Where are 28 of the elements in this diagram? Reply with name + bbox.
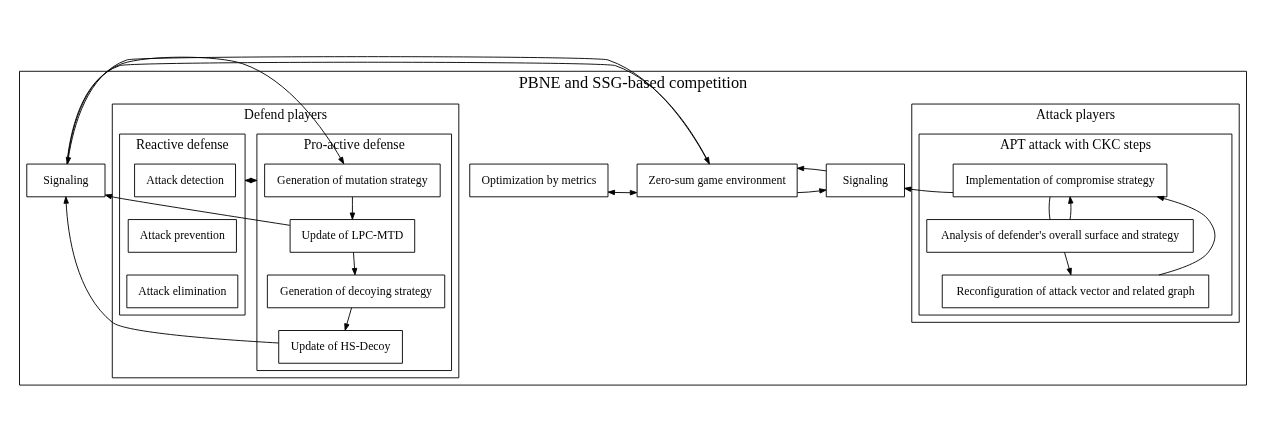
- arrow: [66, 56, 345, 164]
- arrow: [796, 187, 827, 194]
- node-box: Attack prevention: [127, 218, 237, 253]
- node-box: Attack detection: [134, 163, 236, 197]
- node-box: Attack elimination: [126, 274, 239, 308]
- arrow: [1068, 195, 1074, 220]
- node-box: Generation of mutation strategy: [264, 163, 441, 197]
- connector: [1048, 195, 1051, 220]
- arrow: [349, 195, 356, 220]
- node-box: Update of HS-Decoy: [278, 329, 403, 364]
- node-box: Optimization by metrics: [469, 163, 609, 197]
- node-box: Zero-sum game environment: [636, 163, 798, 197]
- node-box: Signaling: [26, 163, 106, 197]
- node-box: Generation of decoying strategy: [266, 274, 446, 308]
- node-box: Implementation of compromise strategy: [952, 163, 1168, 197]
- node-box: Signaling: [825, 163, 905, 197]
- node-box: Update of LPC-MTD: [289, 218, 416, 253]
- arrow: [607, 189, 638, 195]
- arrow: [104, 193, 291, 226]
- node-box: Reconfiguration of attack vector and related graph: [941, 274, 1210, 308]
- arrow: [796, 165, 827, 171]
- node-box: Analysis of defender's overall surface and strategy: [926, 218, 1194, 253]
- arrow: [351, 251, 358, 275]
- arrow: [1156, 195, 1216, 275]
- arrow: [344, 306, 353, 331]
- arrow: [63, 195, 279, 343]
- arrow: [904, 186, 954, 193]
- arrow: [1064, 251, 1072, 275]
